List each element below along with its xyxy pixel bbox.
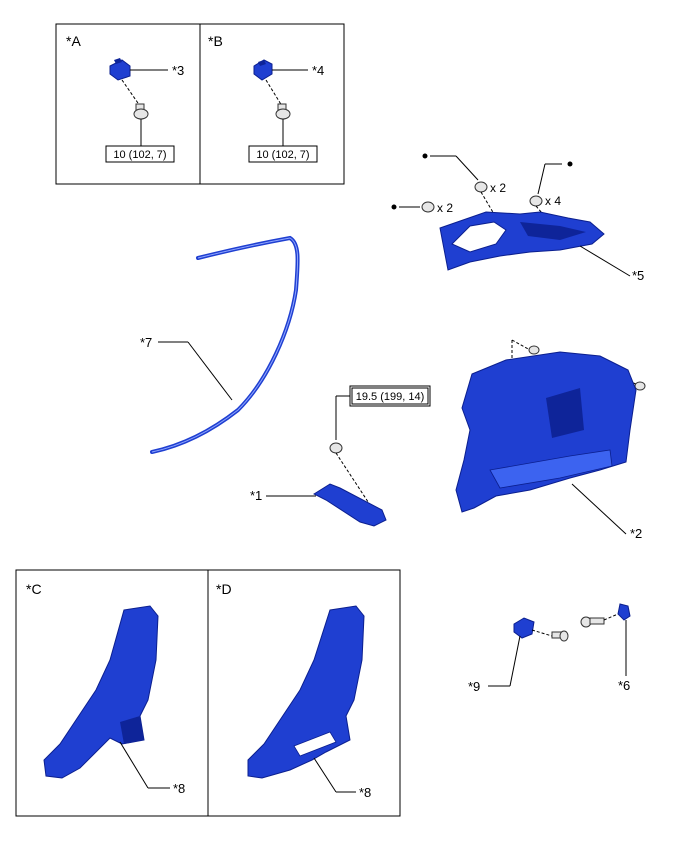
part-8-d-gap xyxy=(293,731,337,757)
part-2-recess xyxy=(546,388,584,438)
panel-b-label: *B xyxy=(208,33,223,49)
dash-2a xyxy=(511,339,531,351)
qty-mid: x 2 xyxy=(490,181,506,195)
dash-6 xyxy=(603,613,619,621)
part-7-highlight xyxy=(151,237,299,453)
clip-mid xyxy=(474,181,488,193)
callout-4: *4 xyxy=(312,63,324,78)
callout-2: *2 xyxy=(630,526,642,541)
part-8-pillar-d xyxy=(247,605,365,779)
bullet-mark-2 xyxy=(567,161,573,167)
panel-a-label: *A xyxy=(66,33,81,49)
clip-left xyxy=(421,201,435,213)
leader-5 xyxy=(579,245,631,277)
leader-8-d xyxy=(313,757,337,793)
panel-d-label: *D xyxy=(216,581,232,597)
part-9-clip xyxy=(513,617,535,639)
part-1-bracket xyxy=(312,483,387,527)
callout-3: *3 xyxy=(172,63,184,78)
leader-fastener-mid xyxy=(455,155,479,181)
callout-8-d: *8 xyxy=(359,785,371,800)
torque-main: 19.5 (199, 14) xyxy=(356,391,425,403)
dash-9 xyxy=(531,629,553,637)
part-5-group: x 2 x 4 x 2 *5 xyxy=(391,153,644,283)
panel-group-ab: *A *3 10 (102, 7) *B *4 10 (102, 7) xyxy=(55,23,345,185)
part-2-group: *2 xyxy=(455,339,646,541)
bullet-mark-3 xyxy=(391,204,397,210)
leader-9 xyxy=(509,635,521,687)
dash-a xyxy=(121,79,141,107)
bolt-b xyxy=(275,103,291,120)
bolt-9 xyxy=(551,630,569,642)
leader-2 xyxy=(571,483,627,535)
qty-right: x 4 xyxy=(545,194,561,208)
leader-7 xyxy=(187,341,233,401)
dash-b xyxy=(265,79,283,107)
panel-c-label: *C xyxy=(26,581,42,597)
torque-box-a xyxy=(105,145,175,163)
callout-7: *7 xyxy=(140,335,152,350)
callout-8-c: *8 xyxy=(173,781,185,796)
bolt-a xyxy=(133,103,149,120)
torque-box-main-inner xyxy=(351,387,429,405)
part-4-clip xyxy=(253,59,273,81)
panel-group-cd: *C *8 *D *8 xyxy=(15,569,401,817)
bullet-mark-1 xyxy=(422,153,428,159)
part-6-clip xyxy=(617,603,631,621)
bolt-1 xyxy=(329,442,343,454)
torque-b: 10 (102, 7) xyxy=(256,149,309,161)
part-1-group: 19.5 (199, 14) *1 xyxy=(250,385,431,527)
clip-2-right xyxy=(634,381,646,391)
leader-fastener-right xyxy=(537,163,546,195)
part-2-quarter-trim xyxy=(455,351,637,513)
part-7-group: *7 xyxy=(140,235,300,454)
callout-6: *6 xyxy=(618,678,630,693)
bolt-6 xyxy=(580,616,605,628)
torque-a: 10 (102, 7) xyxy=(113,149,166,161)
parts-9-6-group: *9 *6 xyxy=(468,603,631,694)
qty-left: x 2 xyxy=(437,201,453,215)
clip-right xyxy=(529,195,543,207)
dash-mid xyxy=(480,191,495,215)
callout-1: *1 xyxy=(250,488,262,503)
callout-5: *5 xyxy=(632,268,644,283)
part-5-opening xyxy=(451,221,507,253)
part-8-pillar-c xyxy=(43,605,159,779)
clip-2-top xyxy=(528,345,540,355)
leader-8-c xyxy=(119,741,149,789)
torque-box-b xyxy=(248,145,318,163)
part-3-clip xyxy=(109,58,131,81)
callout-9: *9 xyxy=(468,679,480,694)
